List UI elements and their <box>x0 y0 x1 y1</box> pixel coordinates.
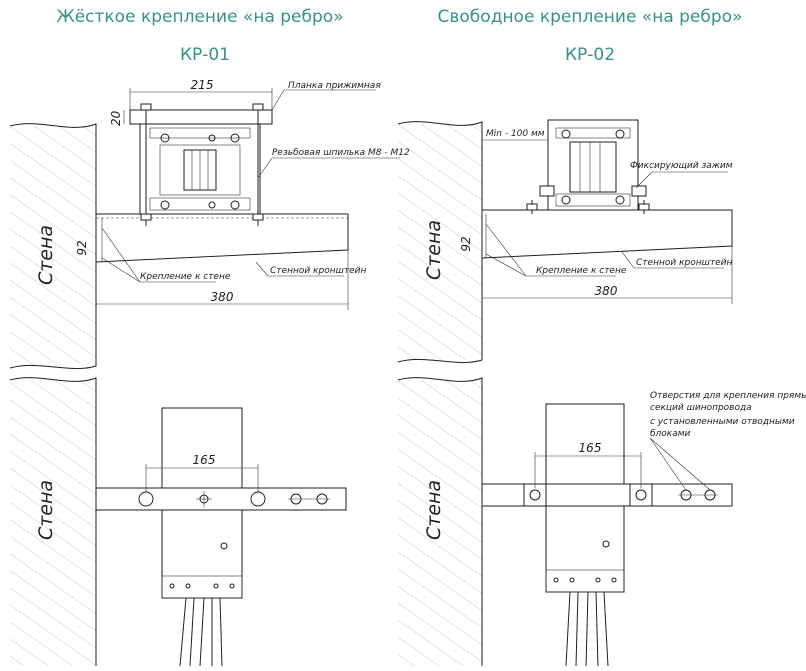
right-dim-165: 165 <box>579 441 602 455</box>
right-code: КР-02 <box>565 45 615 65</box>
right-side-view: Стена Min - 100 мм Фиксирующий зажим 92 <box>397 119 733 364</box>
right-wall-label: Стена <box>423 220 445 280</box>
left-bottom-wall-label: Стена <box>35 480 57 540</box>
right-clamp-label: Фиксирующий зажим <box>630 161 733 171</box>
left-pressure-plate <box>129 109 273 125</box>
left-wall-label: Стена <box>35 225 57 285</box>
right-holes-line2: секций шинопровода <box>650 403 752 413</box>
left-dim-380: 380 <box>211 290 234 304</box>
right-holes-line4: блоками <box>650 429 691 439</box>
right-clamp-2 <box>631 185 647 197</box>
left-bracket-top <box>95 487 347 511</box>
left-wires <box>179 597 223 667</box>
left-dim-165: 165 <box>193 453 216 467</box>
right-bottom-wall-label: Стена <box>423 480 445 540</box>
right-clamp-1 <box>539 185 555 197</box>
right-wires <box>565 591 609 667</box>
right-wall-mount-label: Крепление к стене <box>536 266 627 276</box>
right-wall-hatch <box>398 124 482 360</box>
right-min-label: Min - 100 мм <box>486 129 545 139</box>
left-wall-hatch <box>10 126 96 366</box>
right-bracket-label: Стенной кронштейн <box>636 258 732 268</box>
right-title: Свободное крепление «на ребро» <box>438 7 743 27</box>
left-bracket <box>95 213 349 263</box>
left-stud-label: Резьбовая шпилька М8 - М12 <box>272 148 410 158</box>
right-holes-line3: с установленными отводными <box>650 417 795 427</box>
right-holes-line1: Отверстия для крепления прямых <box>650 391 806 401</box>
left-title: Жёсткое крепление «на ребро» <box>56 7 343 27</box>
left-plate-label: Планка прижимная <box>288 81 381 91</box>
right-busbar-body <box>547 119 639 211</box>
left-code: КР-01 <box>180 45 230 65</box>
left-bracket-label: Стенной кронштейн <box>270 266 366 276</box>
right-top-view: Стена 165 Отверстия для крепления прямых… <box>397 377 806 667</box>
left-dim-20: 20 <box>109 110 123 126</box>
right-dim-92: 92 <box>459 236 473 251</box>
left-wall-mount-label: Крепление к стене <box>140 272 231 282</box>
right-dim-380: 380 <box>595 284 618 298</box>
left-side-view: Стена 215 20 <box>9 78 410 370</box>
left-dim-215: 215 <box>191 78 214 92</box>
left-dim-92: 92 <box>75 240 89 255</box>
right-bracket <box>481 209 733 259</box>
left-top-view: Стена 165 <box>9 377 347 667</box>
